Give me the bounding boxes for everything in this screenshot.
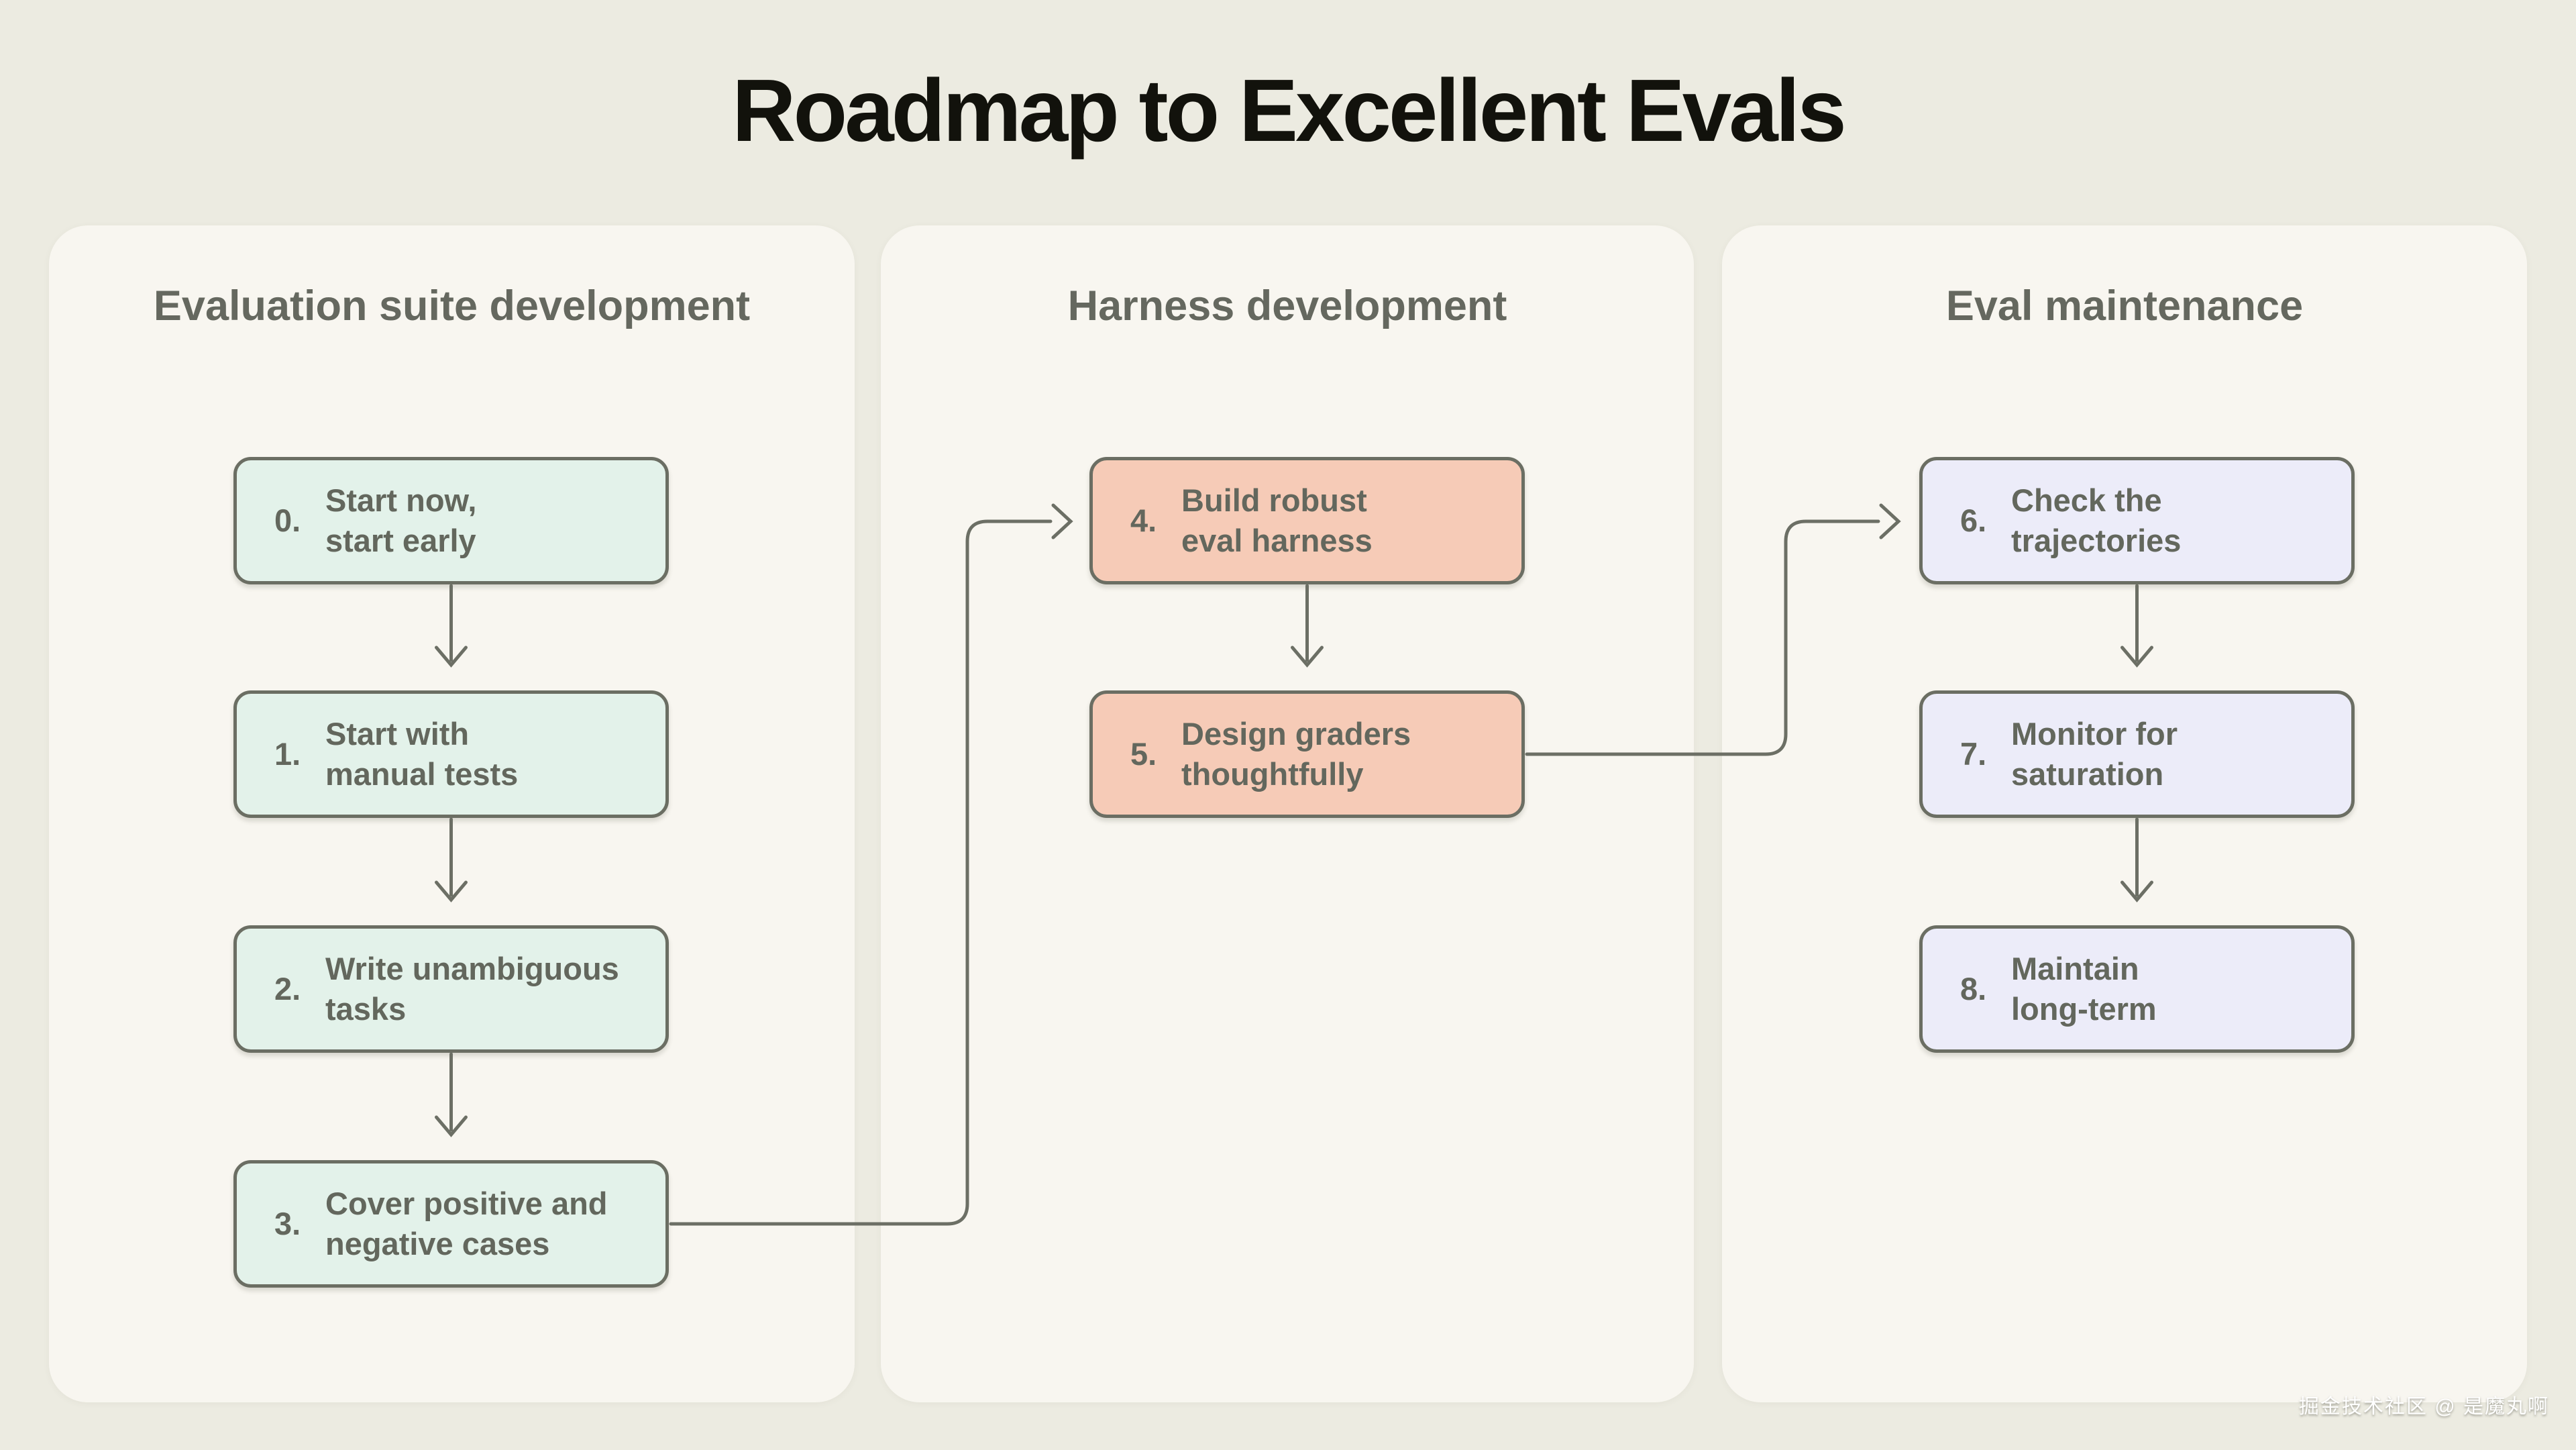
column-header-evaluation-suite-development: Evaluation suite development [153, 282, 751, 329]
step-label: Cover positive and negative cases [325, 1185, 608, 1261]
step-number: 4. [1130, 502, 1157, 538]
step-label: Monitor for saturation [2011, 715, 2178, 792]
step-box-7-monitor-saturation: 7. Monitor for saturation [1919, 690, 2355, 818]
step-box-3-positive-negative-cases: 3. Cover positive and negative cases [233, 1160, 669, 1288]
step-label: Start now, start early [325, 482, 477, 558]
column-header-harness-development: Harness development [1067, 282, 1507, 329]
step-label: Build robust eval harness [1181, 482, 1373, 558]
watermark: 掘金技术社区 @ 是魔丸啊 [2298, 1396, 2549, 1418]
column-header-eval-maintenance: Eval maintenance [1945, 282, 2304, 329]
step-box-8-maintain-long-term: 8. Maintain long-term [1919, 925, 2355, 1053]
step-label: Design graders thoughtfully [1181, 715, 1411, 792]
step-box-0-start-now: 0. Start now, start early [233, 457, 669, 584]
step-box-1-manual-tests: 1. Start with manual tests [233, 690, 669, 818]
step-label: Maintain long-term [2011, 950, 2157, 1027]
step-number: 8. [1960, 970, 1987, 1006]
step-box-5-design-graders: 5. Design graders thoughtfully [1089, 690, 1525, 818]
page-title: Roadmap to Excellent Evals [732, 61, 1847, 160]
step-number: 7. [1960, 735, 1987, 772]
step-number: 5. [1130, 735, 1157, 772]
step-label: Start with manual tests [325, 715, 519, 792]
step-label: Write unambiguous tasks [325, 950, 619, 1027]
step-box-2-unambiguous-tasks: 2. Write unambiguous tasks [233, 925, 669, 1053]
step-number: 2. [274, 970, 301, 1006]
step-number: 0. [274, 502, 301, 538]
step-box-4-eval-harness: 4. Build robust eval harness [1089, 457, 1525, 584]
step-label: Check the trajectories [2011, 482, 2182, 558]
step-box-6-check-trajectories: 6. Check the trajectories [1919, 457, 2355, 584]
step-number: 3. [274, 1205, 301, 1241]
step-number: 1. [274, 735, 301, 772]
step-number: 6. [1960, 502, 1987, 538]
